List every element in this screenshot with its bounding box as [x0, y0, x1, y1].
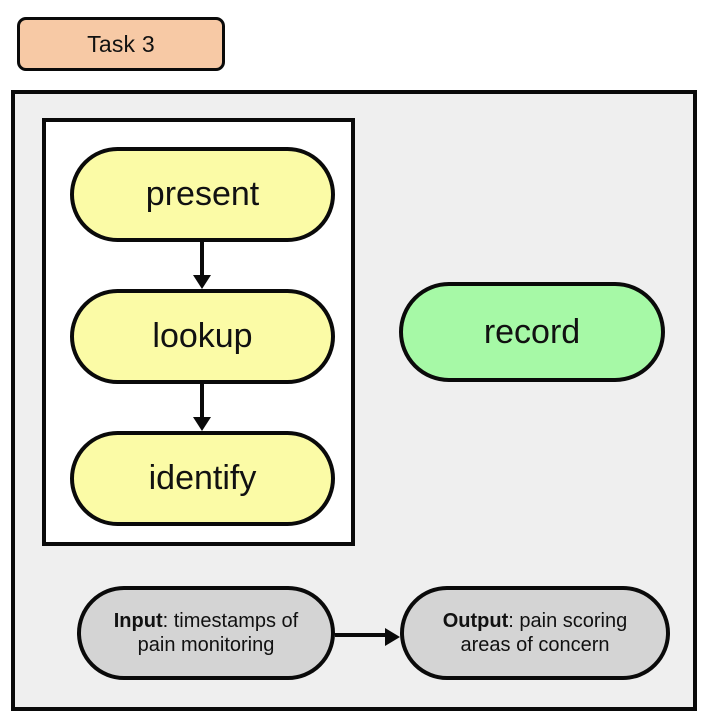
node-lookup[interactable]: lookup	[70, 289, 335, 384]
arrowhead-down-icon	[193, 417, 211, 431]
output-bold-prefix: Output	[442, 609, 509, 632]
node-present[interactable]: present	[70, 147, 335, 242]
arrow-shaft	[200, 384, 204, 418]
arrowhead-right-icon	[385, 628, 400, 646]
node-output[interactable]: Output: pain scoring areas of concern	[400, 586, 670, 680]
task-label-tab: Task 3	[17, 17, 225, 71]
node-record[interactable]: record	[399, 282, 665, 382]
arrow-present-to-lookup	[189, 242, 215, 289]
output-rest-text: : pain scoring areas of concern	[460, 609, 628, 656]
input-bold-prefix: Input	[113, 609, 163, 632]
arrowhead-down-icon	[193, 275, 211, 289]
node-identify[interactable]: identify	[70, 431, 335, 526]
process-subgraph-container: present lookup identify	[42, 118, 355, 546]
node-input[interactable]: Input: timestamps of pain monitoring	[77, 586, 335, 680]
arrow-shaft	[335, 633, 385, 637]
task-outer-container: present lookup identify record Input: ti…	[11, 90, 697, 711]
arrow-lookup-to-identify	[189, 384, 215, 431]
arrow-input-to-output	[335, 625, 400, 646]
input-rest-text: : timestamps of pain monitoring	[137, 609, 299, 656]
input-text: Input: timestamps of pain monitoring	[81, 609, 331, 658]
arrow-shaft	[200, 242, 204, 276]
output-text: Output: pain scoring areas of concern	[404, 609, 666, 658]
